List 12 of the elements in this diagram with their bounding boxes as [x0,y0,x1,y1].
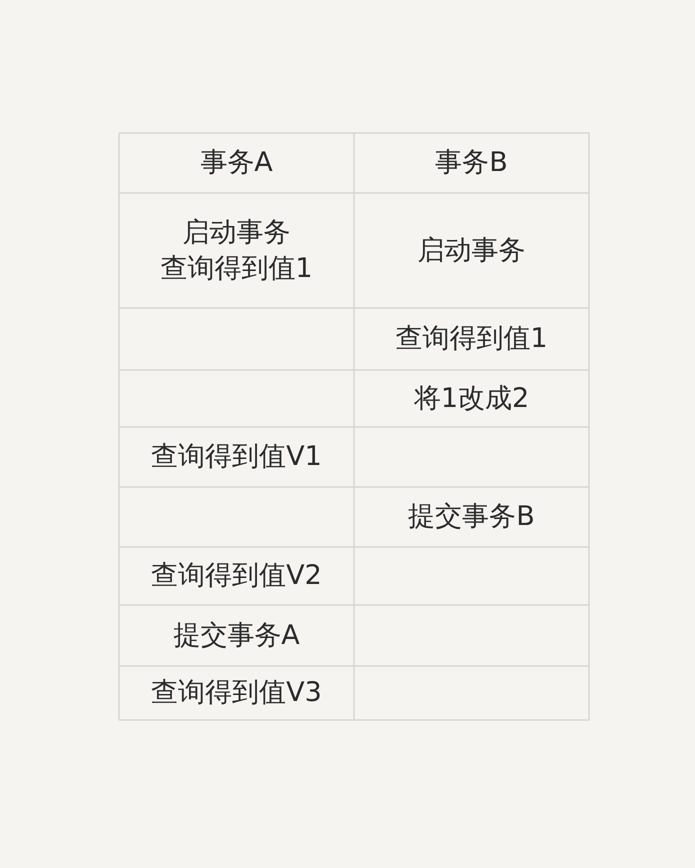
column-header: 事务A [200,146,273,180]
step-text: 启动事务 [418,234,526,268]
step-text: 查询得到值1 [395,322,548,356]
step-text: 查询得到值V2 [151,559,322,593]
step-text: 启动事务 [182,216,290,250]
step-text: 查询得到值V1 [151,440,322,474]
step-text: 提交事务B [408,500,535,534]
step-text: 提交事务A [173,618,300,652]
step-text: 查询得到值1 [160,252,313,286]
column-header: 事务B [435,146,508,180]
step-text: 查询得到值V3 [151,676,322,710]
step-text: 将1改成2 [414,382,530,416]
